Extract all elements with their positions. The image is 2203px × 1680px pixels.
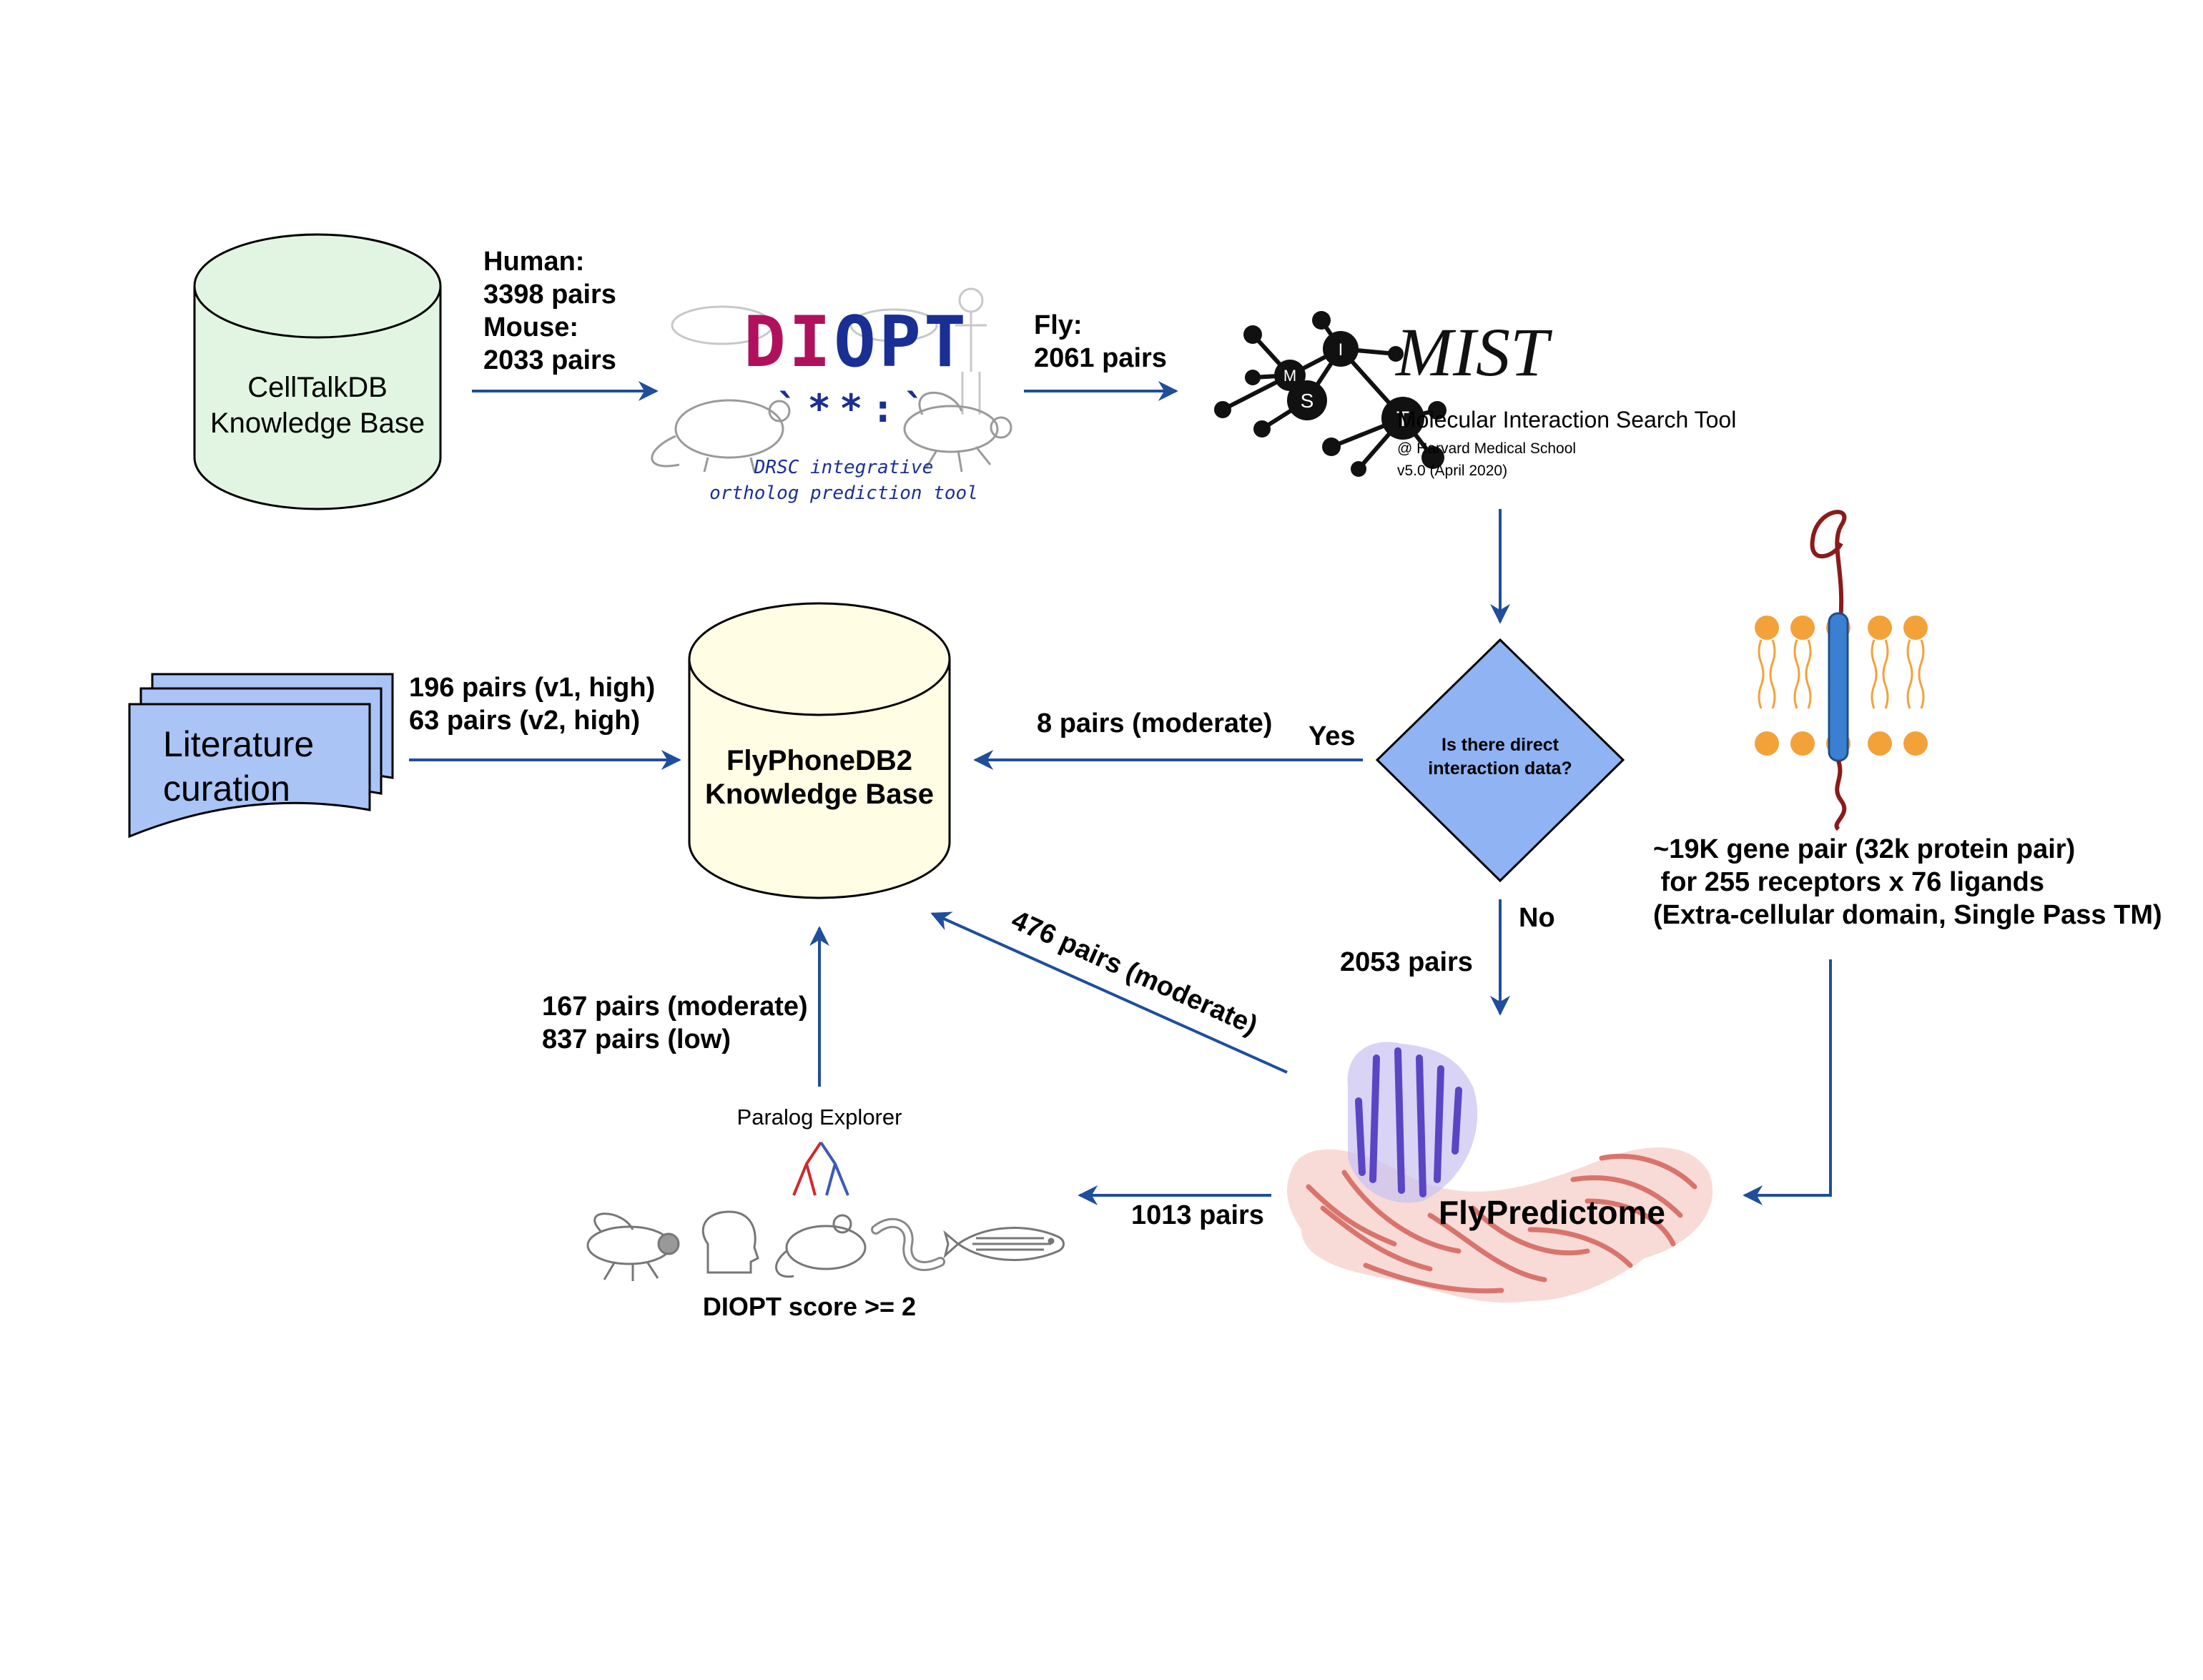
- flypredictome-structure: FlyPredictome: [1287, 1042, 1713, 1303]
- edge-predictome-to-paralog: 1013 pairs: [1078, 1185, 1271, 1230]
- transmembrane-helix: [1828, 612, 1849, 762]
- paralog-explorer-title: Paralog Explorer: [737, 1105, 902, 1130]
- mist-node-i: I: [1339, 340, 1344, 360]
- decision-diamond: Is there direct interaction data?: [1375, 638, 1625, 883]
- decision-yes-label: Yes: [1309, 721, 1356, 751]
- receptor-note-line-2: for 255 receptors x 76 ligands: [1653, 867, 2044, 897]
- edge-yes-to-flyphonedb: 8 pairs (moderate) Yes: [973, 708, 1363, 770]
- flyphonedb2-label-2: Knowledge Base: [705, 779, 934, 810]
- edge-label-lit-v1: 196 pairs (v1, high): [409, 673, 655, 703]
- receptor-note: ~19K gene pair (32k protein pair) for 25…: [1653, 834, 2162, 930]
- mouse-species-icon: [775, 1214, 867, 1278]
- edge-celltalk-to-diopt: Human: 3398 pairs Mouse: 2033 pairs: [472, 247, 659, 401]
- diopt-subtitle-2: ortholog prediction tool: [709, 483, 978, 504]
- predictome-helix-surface: [1347, 1042, 1478, 1203]
- edge-label-fly-pairs: 2061 pairs: [1034, 343, 1167, 373]
- diopt-alignment-marks: `**:`: [776, 386, 935, 431]
- receptor-tail-top: [1810, 510, 1847, 621]
- lipid-tails: [1758, 639, 1925, 709]
- receptor-tail-bottom: [1834, 760, 1847, 831]
- diopt-background-sketch: [671, 287, 987, 415]
- literature-label-1: Literature: [163, 724, 314, 764]
- worm-species-icon: [871, 1217, 945, 1271]
- human-head-icon: [701, 1210, 759, 1274]
- edge-label-167-pairs: 167 pairs (moderate): [542, 992, 808, 1022]
- mist-node-t: T: [1396, 407, 1409, 431]
- flypredictome-label: FlyPredictome: [1439, 1194, 1665, 1231]
- edge-paralog-to-flyphonedb: 167 pairs (moderate) 837 pairs (low): [542, 926, 829, 1087]
- edge-label-1013-pairs: 1013 pairs: [1131, 1200, 1264, 1230]
- edge-no-to-flypredictome: No 2053 pairs: [1340, 899, 1555, 1016]
- paralog-tree-icon: [792, 1141, 849, 1196]
- fly-species-icon: [586, 1212, 680, 1281]
- edge-label-mouse: Mouse:: [483, 312, 578, 342]
- mist-version: v5.0 (April 2020): [1397, 463, 1507, 479]
- mist-network-icon: M I S T: [1214, 311, 1447, 477]
- diopt-title: DIOPT: [744, 302, 969, 383]
- diopt-logo: DIOPT `**:` DRSC integrative ortholog pr…: [651, 287, 1012, 504]
- edge-label-837-pairs: 837 pairs (low): [542, 1024, 731, 1054]
- mouse-sketch-icon: [651, 399, 791, 473]
- flyphonedb2-cylinder: FlyPhoneDB2 Knowledge Base: [688, 602, 951, 899]
- celltalkdb-label-1: CellTalkDB: [247, 372, 388, 403]
- paralog-explorer: Paralog Explorer DIOPT s: [586, 1105, 1065, 1321]
- membrane-receptor-illustration: [1755, 510, 1928, 831]
- decision-no-label: No: [1519, 903, 1555, 933]
- zebrafish-species-icon: [943, 1227, 1065, 1261]
- edge-label-human: Human:: [483, 247, 584, 277]
- receptor-note-line-1: ~19K gene pair (32k protein pair): [1653, 834, 2075, 864]
- diopt-title-red: DI: [744, 302, 834, 383]
- diopt-subtitle-1: DRSC integrative: [754, 457, 933, 478]
- mist-title: MIST: [1394, 314, 1553, 390]
- edge-label-fly: Fly:: [1034, 310, 1083, 340]
- receptor-note-line-3: (Extra-cellular domain, Single Pass TM): [1653, 900, 2162, 930]
- literature-curation-stack: Literature curation: [128, 673, 394, 839]
- celltalkdb-cylinder: CellTalkDB Knowledge Base: [193, 233, 442, 510]
- mist-node-s: S: [1301, 390, 1314, 412]
- mist-node-m: M: [1283, 367, 1296, 385]
- edge-label-476-pairs: 476 pairs (moderate): [1007, 905, 1261, 1041]
- literature-label-2: curation: [163, 769, 290, 809]
- diopt-score-label: DIOPT score >= 2: [703, 1292, 916, 1321]
- arrow-receptors-flypredictome: [1743, 959, 1832, 1205]
- arrow-predictome-flyphonedb: [930, 911, 1288, 1074]
- decision-question-1: Is there direct: [1441, 735, 1559, 755]
- edge-label-lit-v2: 63 pairs (v2, high): [409, 706, 640, 736]
- edge-label-no-pairs: 2053 pairs: [1340, 947, 1473, 977]
- celltalkdb-label-2: Knowledge Base: [210, 407, 425, 439]
- edge-label-mouse-pairs: 2033 pairs: [483, 345, 616, 375]
- edge-diopt-to-mist: Fly: 2061 pairs: [1024, 310, 1178, 401]
- edge-literature-to-flyphonedb: 196 pairs (v1, high) 63 pairs (v2, high): [409, 673, 681, 770]
- edge-label-human-pairs: 3398 pairs: [483, 280, 616, 310]
- predictome-beta-strands: [1306, 1153, 1697, 1294]
- edge-label-yes-pairs: 8 pairs (moderate): [1037, 708, 1272, 738]
- edge-predictome-to-flyphonedb: 476 pairs (moderate): [930, 905, 1288, 1074]
- flyphonedb2-label-1: FlyPhoneDB2: [726, 745, 912, 776]
- mist-text-block: MIST Molecular Interaction Search Tool @…: [1394, 314, 1736, 479]
- decision-question-2: interaction data?: [1428, 759, 1572, 779]
- predictome-alpha-helices: [1355, 1047, 1462, 1197]
- mist-affiliation: @ Harvard Medical School: [1397, 440, 1576, 457]
- fly-sketch-icon: [903, 391, 1012, 473]
- mist-subtitle: Molecular Interaction Search Tool: [1397, 407, 1736, 433]
- diopt-title-blue: OPT: [834, 302, 969, 383]
